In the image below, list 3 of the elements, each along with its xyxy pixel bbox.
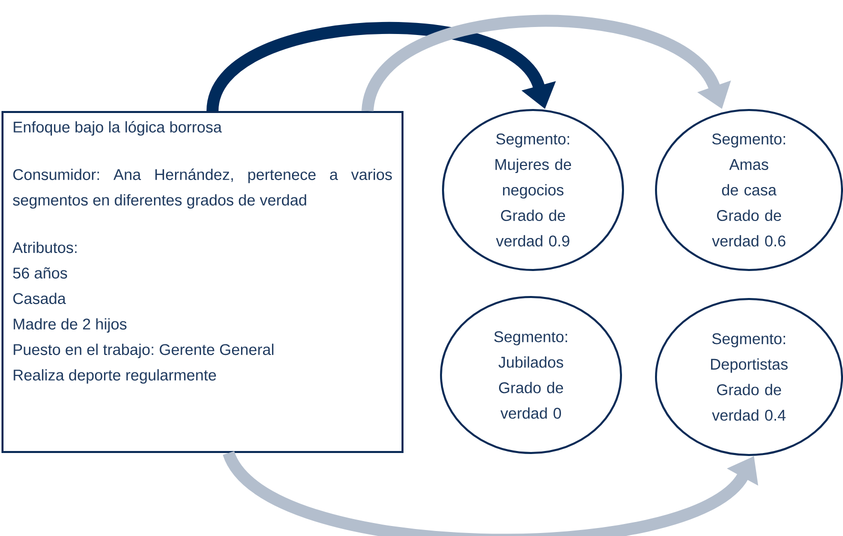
curved-arrow <box>362 15 731 113</box>
curved-arrow <box>206 22 556 112</box>
text-box: Enfoque bajo la lógica borrosa Consumidor: Ana Hernández, pertenece a varios segmentos en diferentes grados de verdad Atributos: 56 años Casada Madre de 2 hijos Puesto en el trabajo: Gerente General Realiza deporte regularmente <box>2 111 404 453</box>
